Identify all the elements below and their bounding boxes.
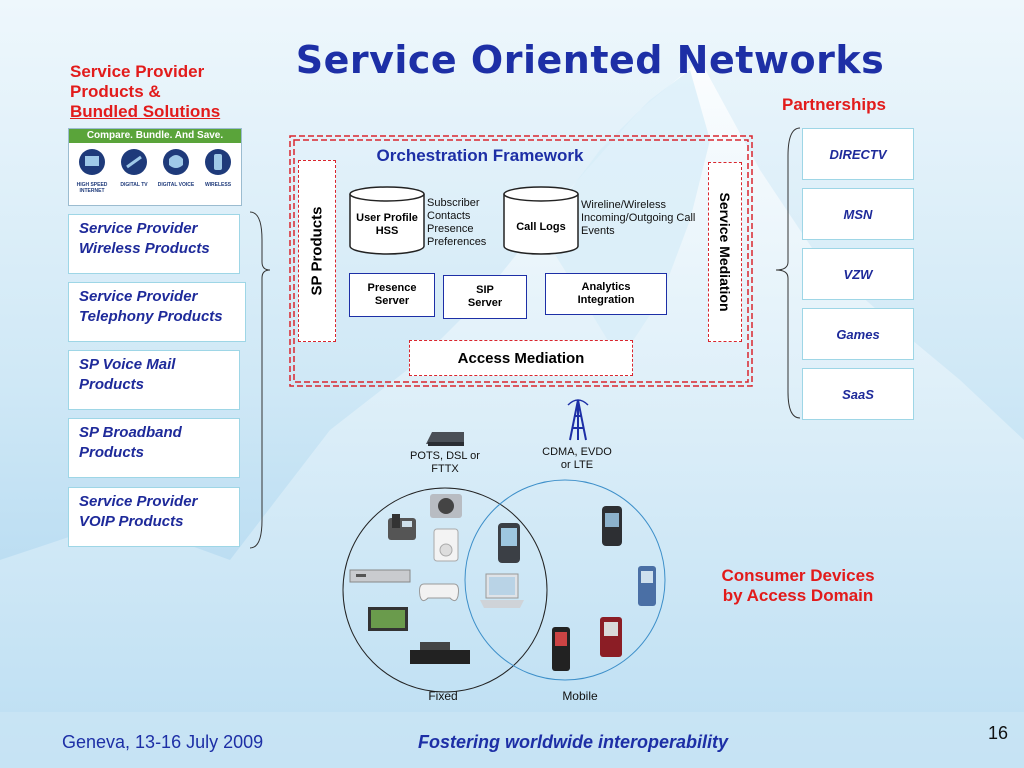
- user-profile-line: HSS: [375, 225, 399, 237]
- sp-products-box: SP Products: [298, 160, 336, 342]
- laptop-icon: [480, 573, 524, 608]
- product-line: Service Provider: [79, 220, 198, 237]
- note-line: Wireline/Wireless: [581, 199, 666, 211]
- product-box-wireless: Service Provider Wireless Products: [68, 214, 240, 274]
- product-line: Wireless Products: [79, 240, 210, 257]
- user-profile-label: User Profile HSS: [348, 212, 426, 238]
- service-mediation-label: Service Mediation: [717, 192, 733, 312]
- partner-msn: MSN: [802, 188, 914, 240]
- partner-saas: SaaS: [802, 368, 914, 420]
- note-line: Contacts: [427, 210, 471, 222]
- fixed-access-label: POTS, DSL or FTTX: [400, 450, 490, 476]
- voice-icon: DIGITAL VOICE: [157, 147, 195, 194]
- sip-line: SIP: [476, 284, 494, 296]
- note-line: Events: [581, 225, 615, 237]
- product-box-telephony: Service Provider Telephony Products: [68, 282, 246, 342]
- partnerships-heading: Partnerships: [782, 95, 886, 114]
- partner-directv: DIRECTV: [802, 128, 914, 180]
- call-logs-notes: Wireline/Wireless Incoming/Outgoing Call…: [581, 199, 695, 238]
- banner-tagline: Compare. Bundle. And Save.: [69, 129, 241, 143]
- consumer-line: Consumer Devices: [721, 566, 875, 585]
- bundle-banner: Compare. Bundle. And Save. HIGH SPEED IN…: [68, 128, 242, 206]
- product-line: SP Broadband: [79, 424, 182, 441]
- music-player-icon: [433, 528, 459, 562]
- partner-vzw: VZW: [802, 248, 914, 300]
- razr-phone-icon: [600, 617, 622, 657]
- mobile-access-label: CDMA, EVDO or LTE: [532, 446, 622, 472]
- footer-tagline: Fostering worldwide interoperability: [418, 732, 729, 752]
- left-heading-line: Bundled Solutions: [70, 102, 221, 121]
- desk-phone-icon: [388, 514, 416, 540]
- television-icon: [368, 607, 408, 631]
- consumer-line: by Access Domain: [722, 586, 874, 605]
- product-line: VOIP Products: [79, 513, 184, 530]
- product-line: SP Voice Mail: [79, 356, 176, 373]
- camera-icon: [430, 494, 462, 518]
- note-line: Preferences: [427, 236, 487, 248]
- analytics-line: Analytics: [581, 281, 631, 293]
- sp-products-label: SP Products: [308, 206, 326, 296]
- modem-icon: [426, 432, 464, 446]
- page-title: Service Oriented Networks: [295, 38, 885, 82]
- product-line: Products: [79, 444, 145, 461]
- note-line: Incoming/Outgoing Call: [581, 212, 696, 224]
- fixed-label: Fixed: [428, 689, 458, 703]
- mobile-access-line: CDMA, EVDO: [542, 446, 612, 458]
- analytics-line: Integration: [577, 294, 635, 306]
- mobile-access-line: or LTE: [560, 459, 594, 471]
- left-heading: Service Provider Products & Bundled Solu…: [70, 62, 220, 122]
- smartphone-icon: [498, 523, 520, 563]
- wireless-icon: WIRELESS: [199, 147, 237, 194]
- user-profile-line: User Profile: [356, 212, 418, 224]
- page-number: 16: [988, 723, 1009, 743]
- sip-line: Server: [467, 297, 503, 309]
- slider-phone-icon: [552, 627, 570, 671]
- left-heading-line: Products &: [70, 82, 161, 101]
- user-profile-notes: Subscriber Contacts Presence Preferences: [427, 197, 486, 249]
- banner-icon-label: DIGITAL VOICE: [157, 182, 195, 188]
- note-line: Presence: [427, 223, 474, 235]
- banner-icon-label: WIRELESS: [204, 182, 232, 188]
- presence-line: Server: [374, 295, 410, 307]
- internet-icon: HIGH SPEED INTERNET: [73, 147, 111, 194]
- left-heading-line: Service Provider: [70, 62, 205, 81]
- tv-icon: DIGITAL TV: [115, 147, 153, 194]
- product-line: Products: [79, 376, 145, 393]
- music-phone-icon: [638, 566, 656, 606]
- product-line: Service Provider: [79, 288, 198, 305]
- mobile-label: Mobile: [562, 689, 598, 703]
- flip-phone-icon: [602, 506, 622, 546]
- banner-icon-label: DIGITAL TV: [120, 182, 148, 188]
- fixed-access-line: FTTX: [431, 463, 459, 475]
- call-logs-label: Call Logs: [516, 221, 566, 233]
- note-line: Subscriber: [427, 197, 480, 209]
- service-mediation-box: Service Mediation: [708, 162, 742, 342]
- footer-location: Geneva, 13-16 July 2009: [62, 732, 264, 752]
- fixed-access-line: POTS, DSL or: [410, 450, 480, 462]
- product-box-voicemail: SP Voice Mail Products: [68, 350, 240, 410]
- user-profile-database-icon: [349, 186, 425, 255]
- product-box-voip: Service Provider VOIP Products: [68, 487, 240, 547]
- consumer-devices-heading: Consumer Devices by Access Domain: [700, 566, 896, 606]
- call-logs-database-icon: [503, 186, 579, 255]
- product-line: Service Provider: [79, 493, 198, 510]
- orchestration-label: Orchestration Framework: [376, 146, 584, 165]
- product-line: Telephony Products: [79, 308, 223, 325]
- game-controller-icon: [419, 583, 459, 602]
- presence-line: Presence: [367, 282, 417, 294]
- game-console-icon: [410, 642, 470, 664]
- partner-games: Games: [802, 308, 914, 360]
- product-box-broadband: SP Broadband Products: [68, 418, 240, 478]
- banner-icon-label: HIGH SPEED INTERNET: [76, 182, 108, 194]
- set-top-box-icon: [349, 569, 411, 583]
- access-mediation-box: Access Mediation: [409, 340, 633, 376]
